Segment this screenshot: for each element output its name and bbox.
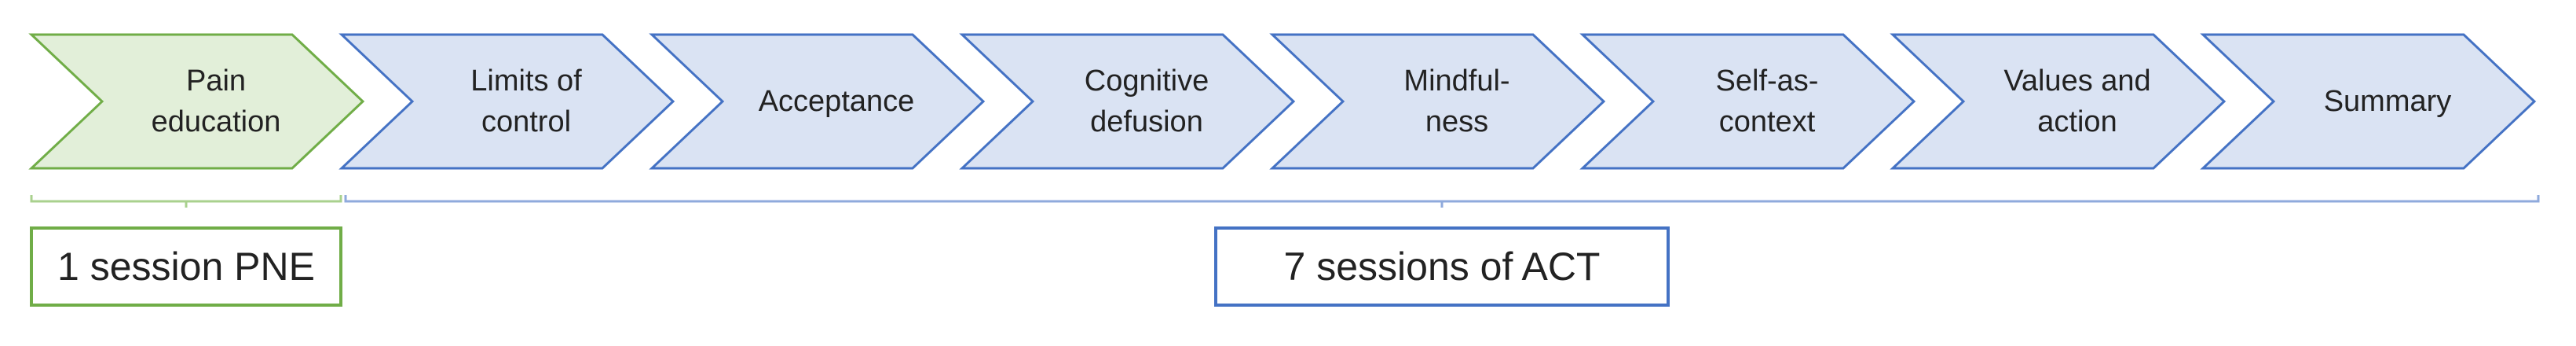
- step-summary: Summary: [2200, 33, 2537, 170]
- pne-session-label: 1 session PNE: [57, 245, 315, 289]
- step-chevron: [338, 33, 675, 170]
- act-session-box: [1214, 226, 1670, 307]
- step-label-line: defusion: [1090, 105, 1203, 138]
- step-acceptance: Acceptance: [649, 33, 986, 170]
- step-chevron: [28, 33, 365, 170]
- pne-bracket: [30, 195, 342, 208]
- step-label-line: Acceptance: [759, 85, 915, 118]
- step-label-line: Limits of: [470, 64, 582, 98]
- step-label-line: Cognitive: [1085, 64, 1209, 98]
- steps-layer: Pain education Limits of control Acceptance C…: [28, 33, 2537, 170]
- step-chevron: [1890, 33, 2227, 170]
- session-boxes: 1 session PNE 7 sessions of ACT: [30, 226, 1670, 307]
- step-label-line: Values and: [2003, 64, 2150, 98]
- step-cognitive-defusion: Cognitive defusion: [959, 33, 1296, 170]
- step-label-line: Pain: [186, 64, 246, 98]
- act-session-label: 7 sessions of ACT: [1284, 245, 1601, 289]
- step-chevron: [959, 33, 1296, 170]
- step-label-line: education: [152, 105, 281, 138]
- act-bracket: [344, 195, 2540, 208]
- pne-session-box: [30, 226, 342, 307]
- step-label-line: Mindful-: [1403, 64, 1509, 98]
- step-chevron: [1579, 33, 1916, 170]
- step-values-and-action: Values and action: [1890, 33, 2227, 170]
- step-label-line: context: [1719, 105, 1816, 138]
- step-chevron: [1269, 33, 1606, 170]
- step-label-line: control: [481, 105, 571, 138]
- step-label-line: action: [2037, 105, 2117, 138]
- step-mindful-ness: Mindful-ness: [1269, 33, 1606, 170]
- step-pain-education: Pain education: [28, 33, 365, 170]
- step-chevron: [649, 33, 986, 170]
- step-self-as-context: Self-as-context: [1579, 33, 1916, 170]
- step-label-line: Self-as-: [1716, 64, 1819, 98]
- brackets-layer: [30, 195, 2540, 208]
- step-label-line: Summary: [2324, 85, 2452, 118]
- step-chevron: [2200, 33, 2537, 170]
- step-label-line: ness: [1425, 105, 1488, 138]
- step-limits-of-control: Limits of control: [338, 33, 675, 170]
